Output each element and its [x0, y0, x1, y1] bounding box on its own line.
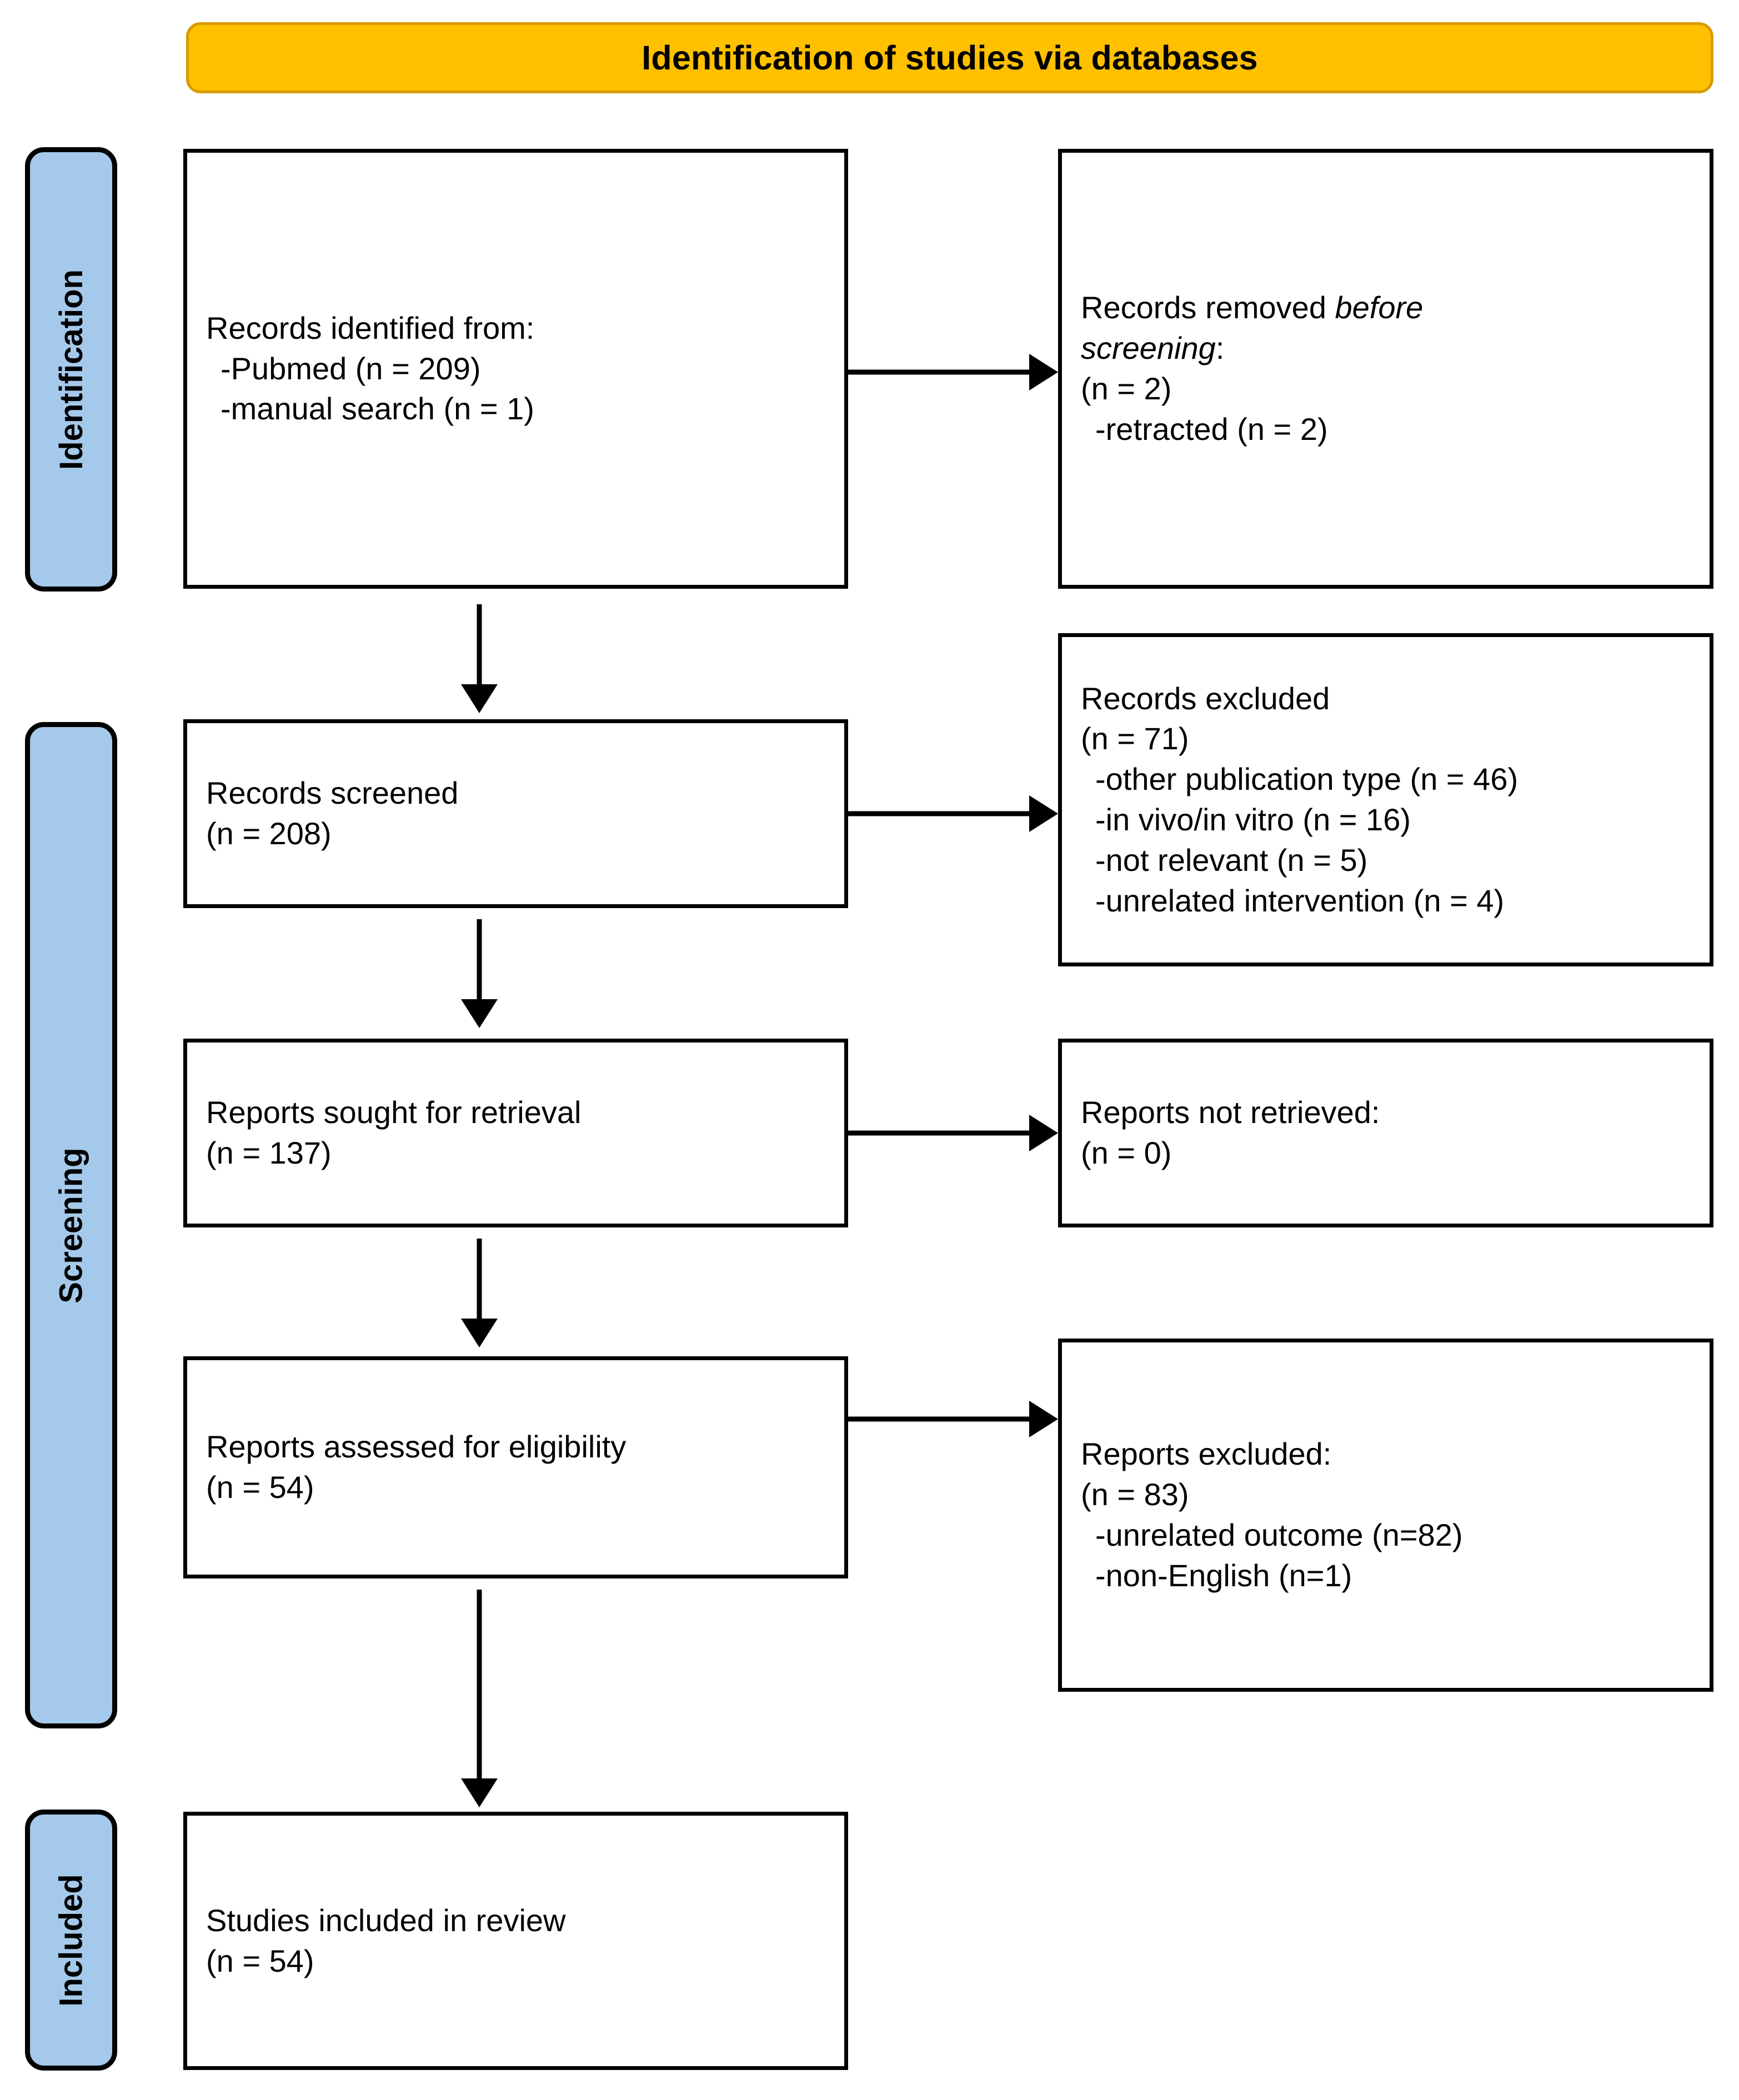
arrow-shaft	[848, 1130, 1031, 1136]
box-reports-not-retrieved: Reports not retrieved: (n = 0)	[1058, 1039, 1713, 1227]
arrow-shaft	[848, 1416, 1031, 1422]
records-identified-line-3: -manual search (n = 1)	[220, 391, 534, 427]
arrow-head	[1029, 795, 1058, 832]
records-excluded-line-5: -not relevant (n = 5)	[1095, 842, 1368, 878]
box-studies-included: Studies included in review (n = 54)	[183, 1812, 848, 2070]
records-removed-line-2: screening:	[1081, 328, 1691, 369]
arrow-shaft	[477, 1239, 482, 1321]
reports-not-retrieved-line-1: Reports not retrieved:	[1081, 1095, 1380, 1130]
box-records-identified-text: Records identified from: -Pubmed (n = 20…	[187, 308, 844, 429]
records-excluded-line-6: -unrelated intervention (n = 4)	[1095, 883, 1505, 918]
arrow-head	[461, 684, 498, 713]
reports-not-retrieved-line-2: (n = 0)	[1081, 1135, 1172, 1170]
box-reports-sought-text: Reports sought for retrieval (n = 137)	[187, 1092, 844, 1174]
box-reports-assessed: Reports assessed for eligibility (n = 54…	[183, 1356, 848, 1578]
arrow-head	[461, 999, 498, 1028]
box-reports-not-retrieved-text: Reports not retrieved: (n = 0)	[1062, 1092, 1710, 1174]
reports-excluded-line-2: (n = 83)	[1081, 1477, 1189, 1512]
box-reports-assessed-text: Reports assessed for eligibility (n = 54…	[187, 1427, 844, 1508]
header-banner: Identification of studies via databases	[186, 22, 1713, 93]
box-reports-sought: Reports sought for retrieval (n = 137)	[183, 1039, 848, 1227]
stage-tab-included: Included	[25, 1810, 117, 2071]
box-reports-excluded: Reports excluded: (n = 83) -unrelated ou…	[1058, 1339, 1713, 1692]
arrow-assessed-to-included	[460, 1590, 499, 1807]
records-excluded-line-3: -other publication type (n = 46)	[1095, 761, 1519, 797]
box-records-screened: Records screened (n = 208)	[183, 719, 848, 908]
stage-tab-screening-label: Screening	[53, 1147, 89, 1304]
studies-included-line-1: Studies included in review	[206, 1902, 566, 1938]
reports-assessed-line-2: (n = 54)	[206, 1470, 314, 1505]
arrow-shaft	[848, 369, 1031, 375]
records-removed-line-1-italic: before	[1335, 290, 1424, 325]
arrow-sought-to-not-retrieved	[848, 1114, 1058, 1152]
records-excluded-line-4: -in vivo/in vitro (n = 16)	[1095, 802, 1411, 837]
records-removed-line-4: -retracted (n = 2)	[1095, 411, 1328, 447]
box-records-excluded-text: Records excluded (n = 71) -other publica…	[1062, 679, 1710, 921]
records-screened-line-2: (n = 208)	[206, 816, 332, 851]
stage-tab-included-label: Included	[53, 1873, 89, 2007]
arrow-shaft	[477, 919, 482, 1001]
arrow-head	[1029, 1115, 1058, 1151]
records-removed-line-3: (n = 2)	[1081, 371, 1172, 406]
records-identified-line-2: -Pubmed (n = 209)	[220, 350, 481, 386]
arrow-head	[461, 1778, 498, 1807]
reports-sought-line-1: Reports sought for retrieval	[206, 1095, 582, 1130]
box-records-removed: Records removed before screening: (n = 2…	[1058, 149, 1713, 589]
box-reports-excluded-text: Reports excluded: (n = 83) -unrelated ou…	[1062, 1434, 1710, 1596]
box-records-screened-text: Records screened (n = 208)	[187, 773, 844, 854]
arrow-identified-to-screened	[460, 604, 499, 713]
reports-excluded-line-4: -non-English (n=1)	[1095, 1557, 1352, 1593]
records-removed-line-2-italic: screening	[1081, 330, 1216, 366]
reports-excluded-line-3: -unrelated outcome (n=82)	[1095, 1517, 1463, 1552]
arrow-shaft	[477, 604, 482, 686]
reports-assessed-line-1: Reports assessed for eligibility	[206, 1429, 627, 1465]
arrow-identified-to-removed	[848, 353, 1058, 392]
stage-tab-identification: Identification	[25, 147, 117, 592]
stage-tab-identification-label: Identification	[53, 269, 89, 470]
arrow-head	[1029, 1401, 1058, 1437]
reports-sought-line-2: (n = 137)	[206, 1135, 332, 1170]
box-records-excluded: Records excluded (n = 71) -other publica…	[1058, 633, 1713, 966]
arrow-sought-to-assessed	[460, 1239, 499, 1347]
records-removed-line-2-plain: :	[1215, 330, 1225, 366]
reports-excluded-line-1: Reports excluded:	[1081, 1436, 1332, 1472]
box-records-identified: Records identified from: -Pubmed (n = 20…	[183, 149, 848, 589]
arrow-screened-to-sought	[460, 919, 499, 1028]
records-excluded-line-1: Records excluded	[1081, 680, 1330, 716]
stage-tab-screening: Screening	[25, 722, 117, 1728]
arrow-head	[1029, 354, 1058, 390]
arrow-head	[461, 1319, 498, 1347]
arrow-shaft	[477, 1590, 482, 1781]
arrow-screened-to-excluded	[848, 794, 1058, 833]
records-removed-line-1: Records removed before	[1081, 288, 1691, 328]
records-identified-line-1: Records identified from:	[206, 310, 535, 345]
arrow-assessed-to-reports-excluded	[848, 1400, 1058, 1439]
page-title: Identification of studies via databases	[642, 39, 1258, 77]
studies-included-line-2: (n = 54)	[206, 1943, 314, 1978]
arrow-shaft	[848, 811, 1031, 816]
records-excluded-line-2: (n = 71)	[1081, 721, 1189, 756]
box-studies-included-text: Studies included in review (n = 54)	[187, 1901, 844, 1982]
records-removed-line-1-plain: Records removed	[1081, 290, 1335, 325]
records-screened-line-1: Records screened	[206, 775, 459, 811]
box-records-removed-text: Records removed before screening: (n = 2…	[1062, 288, 1710, 449]
